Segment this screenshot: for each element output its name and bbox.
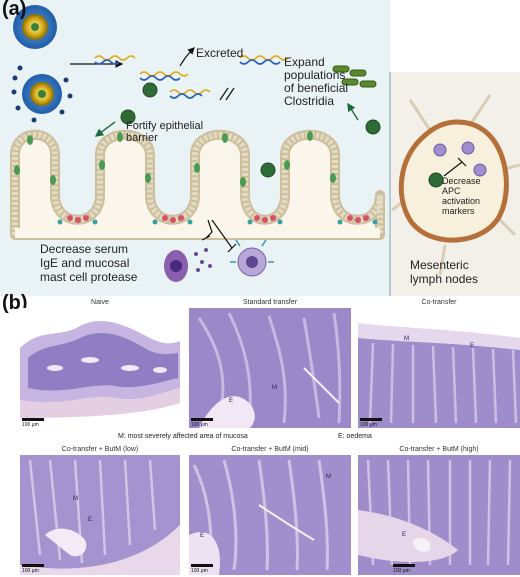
scale-bar-label: 100 μm <box>393 568 410 574</box>
histology-image-butm-low: M E <box>20 455 180 575</box>
label-fortify-line: Fortify epithelial <box>126 120 204 132</box>
histology-image-butm-mid: M E <box>189 455 351 575</box>
mast-cell-icon <box>164 248 212 282</box>
label-serum-line: IgE and mucosal <box>40 256 130 270</box>
mark-m: M <box>272 385 277 391</box>
label-decrease-apc: Decrease APC activation markers <box>442 176 481 216</box>
clostridia-icon <box>332 65 377 88</box>
label-expand-line: Expand <box>284 55 325 69</box>
label-fortify-barrier: Fortify epithelial barrier <box>126 120 203 144</box>
tile-title: Co-transfer + ButM (mid) <box>231 446 309 453</box>
label-expand-clostridia: Expand populations of beneficial Clostri… <box>284 56 348 108</box>
scale-bar: 100 μm <box>191 418 213 428</box>
tile-title: Co-transfer <box>421 299 457 306</box>
legend-oedema: E: oedema <box>338 433 372 440</box>
scale-bar-label: 100 μm <box>360 422 377 428</box>
lymph-node-icon <box>391 94 520 276</box>
polymer-chain-icon <box>94 55 289 99</box>
mark-m: M <box>73 496 78 502</box>
scale-bar: 100 μm <box>393 564 415 574</box>
tile-title: Co-transfer + ButM (low) <box>61 446 139 453</box>
butm-micelle-icon <box>13 5 57 49</box>
scale-bar: 100 μm <box>22 418 44 428</box>
butm-micelle-icon <box>11 65 73 123</box>
mark-e: E <box>200 533 205 539</box>
tile-title: Co-transfer + ButM (high) <box>399 446 479 453</box>
mark-e: E <box>470 343 475 349</box>
label-excreted: Excreted <box>196 46 244 60</box>
label-serum-line: Decrease serum <box>40 242 129 256</box>
panel-a-letter: (a) <box>2 0 27 20</box>
panel-b-histology: (b) Naive Standard transfer Co-transfer <box>0 292 520 577</box>
label-expand-line: of beneficial <box>284 81 349 95</box>
tile-title: Naive <box>91 299 109 306</box>
label-lymph-line: lymph nodes <box>410 272 479 286</box>
tile-title: Standard transfer <box>242 299 298 306</box>
scale-bar-label: 100 μm <box>22 422 39 428</box>
apc-cell-icon <box>230 239 274 277</box>
mark-e: E <box>229 398 234 404</box>
label-apc-line: activation <box>442 196 481 206</box>
scale-bar: 100 μm <box>191 564 213 574</box>
mark-m: M <box>404 336 409 342</box>
legend-mucosa: M: most severely affected area of mucosa <box>118 433 248 440</box>
histology-image-standard-transfer: E M <box>189 308 351 428</box>
intestinal-epithelium <box>10 129 385 240</box>
scale-bar: 100 μm <box>360 418 382 428</box>
scale-bar-label: 100 μm <box>191 568 208 574</box>
mark-e: E <box>402 532 407 538</box>
label-apc-line: Decrease <box>442 176 481 186</box>
scale-bar: 100 μm <box>22 564 44 574</box>
scale-bar-label: 100 μm <box>22 568 39 574</box>
label-serum-line: mast cell protease <box>40 270 138 284</box>
histology-image-naive <box>20 308 180 428</box>
histology-image-co-transfer: M E <box>358 308 520 428</box>
label-lymph-line: Mesenteric <box>410 258 469 272</box>
mark-e: E <box>88 517 93 523</box>
histology-image-butm-high: E <box>358 455 520 575</box>
scale-bar-label: 100 μm <box>191 422 208 428</box>
label-apc-line: APC <box>442 186 461 196</box>
label-expand-line: populations <box>284 68 346 82</box>
label-apc-line: markers <box>442 206 475 216</box>
panel-a-schematic: (a) Excreted Fortify epithelial barrier … <box>0 0 520 296</box>
label-expand-line: Clostridia <box>284 94 335 108</box>
schematic-svg <box>0 0 520 296</box>
label-decrease-serum-ige: Decrease serum IgE and mucosal mast cell… <box>40 242 137 284</box>
label-mesenteric-lymph-nodes: Mesenteric lymph nodes <box>410 258 478 286</box>
label-fortify-line: barrier <box>126 132 158 144</box>
mark-m: M <box>326 474 331 480</box>
